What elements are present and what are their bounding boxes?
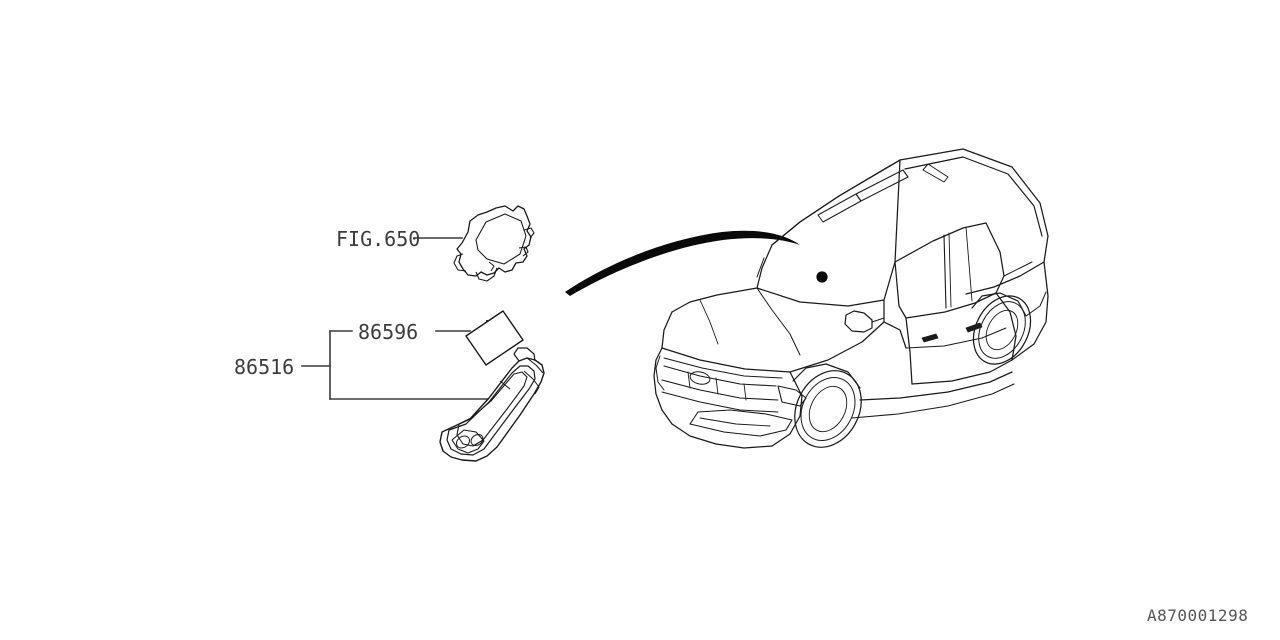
rear-tire-inner: [978, 301, 1026, 359]
label-fig650: FIG.650: [336, 227, 421, 251]
grille-vert-1: [687, 371, 691, 389]
hood-rear-left: [671, 287, 758, 313]
fob-button-right: [470, 433, 484, 447]
hood-crease-left: [699, 299, 719, 345]
bumper-bottom-edge: [661, 409, 773, 449]
grille-vert-3: [743, 383, 747, 401]
card-key-corner-mark: [485, 319, 489, 323]
fob-inner-panel: [456, 371, 528, 447]
a-pillar-left: [756, 244, 773, 289]
housing-notch-right-lower: [518, 246, 529, 257]
rocker-beltline: [911, 359, 1013, 385]
rear-wheel-arch: [971, 292, 1027, 317]
fob-button-pad: [451, 429, 485, 454]
housing-tab-left: [453, 253, 467, 272]
body-side-crease: [905, 327, 1007, 349]
rear-glass-edge: [985, 222, 1005, 294]
rear-upper-edge: [965, 261, 1045, 295]
hood-crease-center: [756, 287, 801, 356]
housing-notch-right: [523, 227, 535, 239]
roof-rail-mount: [922, 163, 949, 183]
tailgate-edge: [1011, 261, 1049, 361]
antenna-location-dot: [816, 271, 828, 283]
grille-bar-1: [663, 365, 777, 387]
fob-side-detail: [523, 370, 540, 395]
rear-wheel: [972, 295, 1032, 365]
vehicle-illustration: [653, 148, 1049, 449]
grille-bar-3: [661, 391, 779, 413]
windshield-top: [771, 159, 901, 246]
bumper-right-edge: [771, 395, 803, 447]
fob-body-outline: [446, 365, 536, 456]
side-glass-top: [894, 222, 987, 263]
part-transmitter-housing: [453, 205, 535, 282]
b-pillar-front: [894, 261, 907, 319]
front-left-edge: [653, 347, 663, 411]
front-rim: [808, 385, 848, 433]
roof-rail-left-rear: [817, 193, 862, 223]
leader-lines: [301, 237, 497, 400]
intake-inner-line: [699, 417, 771, 427]
roof-rail-right: [904, 156, 1043, 237]
roof-top-edge: [899, 148, 1049, 263]
housing-notch-small: [488, 261, 495, 272]
hood-right-edge: [789, 299, 885, 373]
headlight-left: [655, 355, 665, 391]
fob-seam: [499, 380, 511, 390]
rear-tire-outer: [972, 295, 1032, 365]
door-handle-front: [921, 333, 939, 343]
housing-tab-bottom: [475, 267, 498, 282]
grille-vert-2: [715, 377, 719, 395]
label-part-86596: 86596: [358, 320, 419, 344]
card-key-outline: [465, 310, 524, 366]
fender-top-right: [883, 321, 907, 349]
side-mirror: [844, 310, 873, 333]
windshield-bottom: [756, 287, 885, 307]
drawing-code: A870001298: [1147, 606, 1249, 625]
part-card-key: [465, 310, 524, 366]
b-pillar: [943, 234, 947, 309]
hood-front-left: [661, 311, 673, 349]
tapered-pointer-arc: [565, 230, 800, 296]
rear-bumper-line: [1025, 291, 1047, 317]
mirror-arm: [871, 317, 885, 323]
fender-front-edge: [789, 371, 803, 397]
housing-inner-panel: [475, 213, 527, 265]
front-wheel-arch: [792, 363, 861, 389]
fob-button-left: [456, 435, 470, 449]
rear-lamp-line: [1003, 261, 1033, 277]
part-key-fob: [439, 347, 545, 462]
rocker-panel-bottom: [851, 383, 1015, 419]
fob-outer-shell: [439, 357, 545, 462]
c-pillar: [965, 226, 973, 302]
grille-top-edge: [663, 357, 783, 379]
rear-rim: [985, 309, 1019, 351]
lower-bumper-intake: [689, 409, 793, 437]
grille-bar-2: [661, 379, 779, 401]
brand-emblem: [689, 371, 711, 385]
fob-top-cap: [513, 347, 536, 362]
hood-front-edge: [661, 347, 791, 373]
fob-cap-edge: [526, 357, 544, 374]
headlight-right: [777, 385, 807, 407]
beltline-glass: [905, 292, 997, 319]
label-part-86516: 86516: [234, 355, 295, 379]
windshield-trim: [756, 257, 765, 278]
b-pillar-inner: [948, 232, 952, 308]
door-front-edge: [905, 317, 913, 385]
rocker-panel-top: [859, 371, 1013, 401]
